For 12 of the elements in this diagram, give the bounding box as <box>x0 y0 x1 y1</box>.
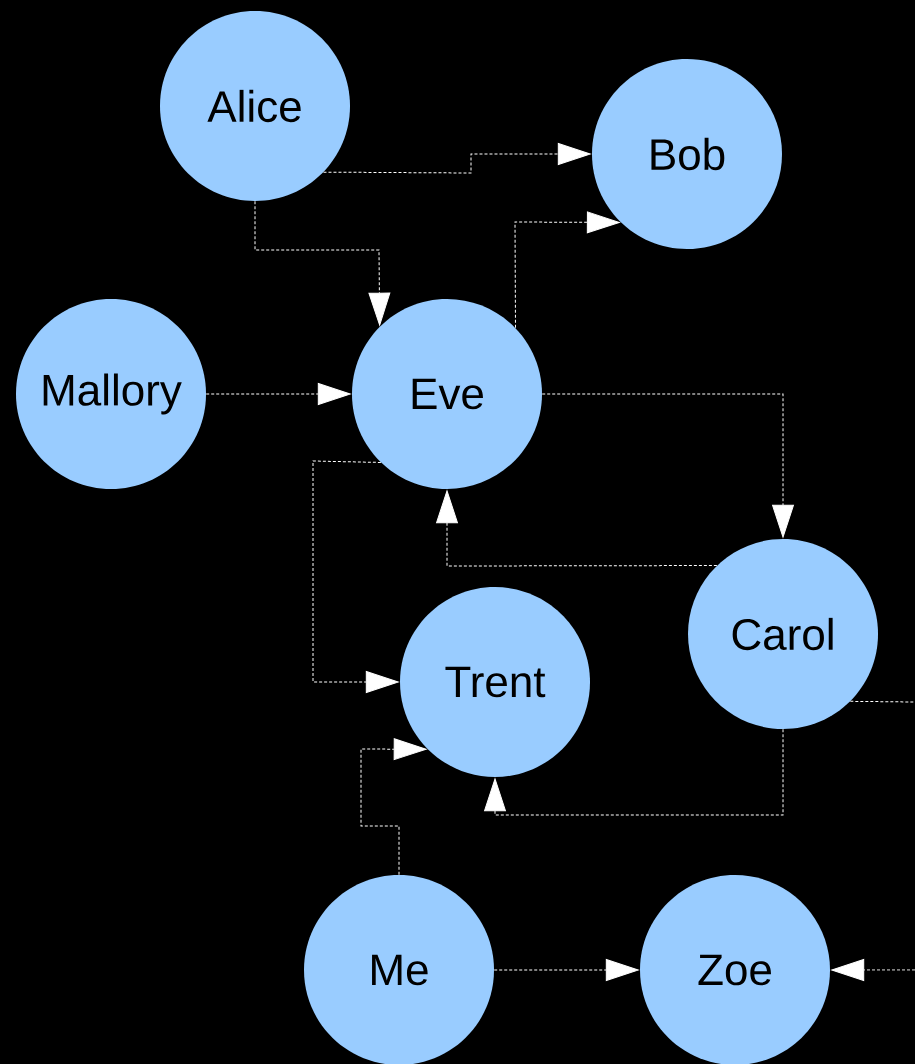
arrow <box>360 738 427 876</box>
arrow <box>484 728 784 816</box>
connector-line <box>849 700 915 703</box>
arrow <box>205 383 351 405</box>
arrow <box>254 200 391 326</box>
arrow <box>541 393 794 538</box>
arrow <box>493 959 639 981</box>
arrow <box>514 211 620 329</box>
arrow <box>436 490 718 567</box>
arrow <box>831 959 915 981</box>
arrow <box>312 460 399 693</box>
arrow <box>323 143 591 174</box>
